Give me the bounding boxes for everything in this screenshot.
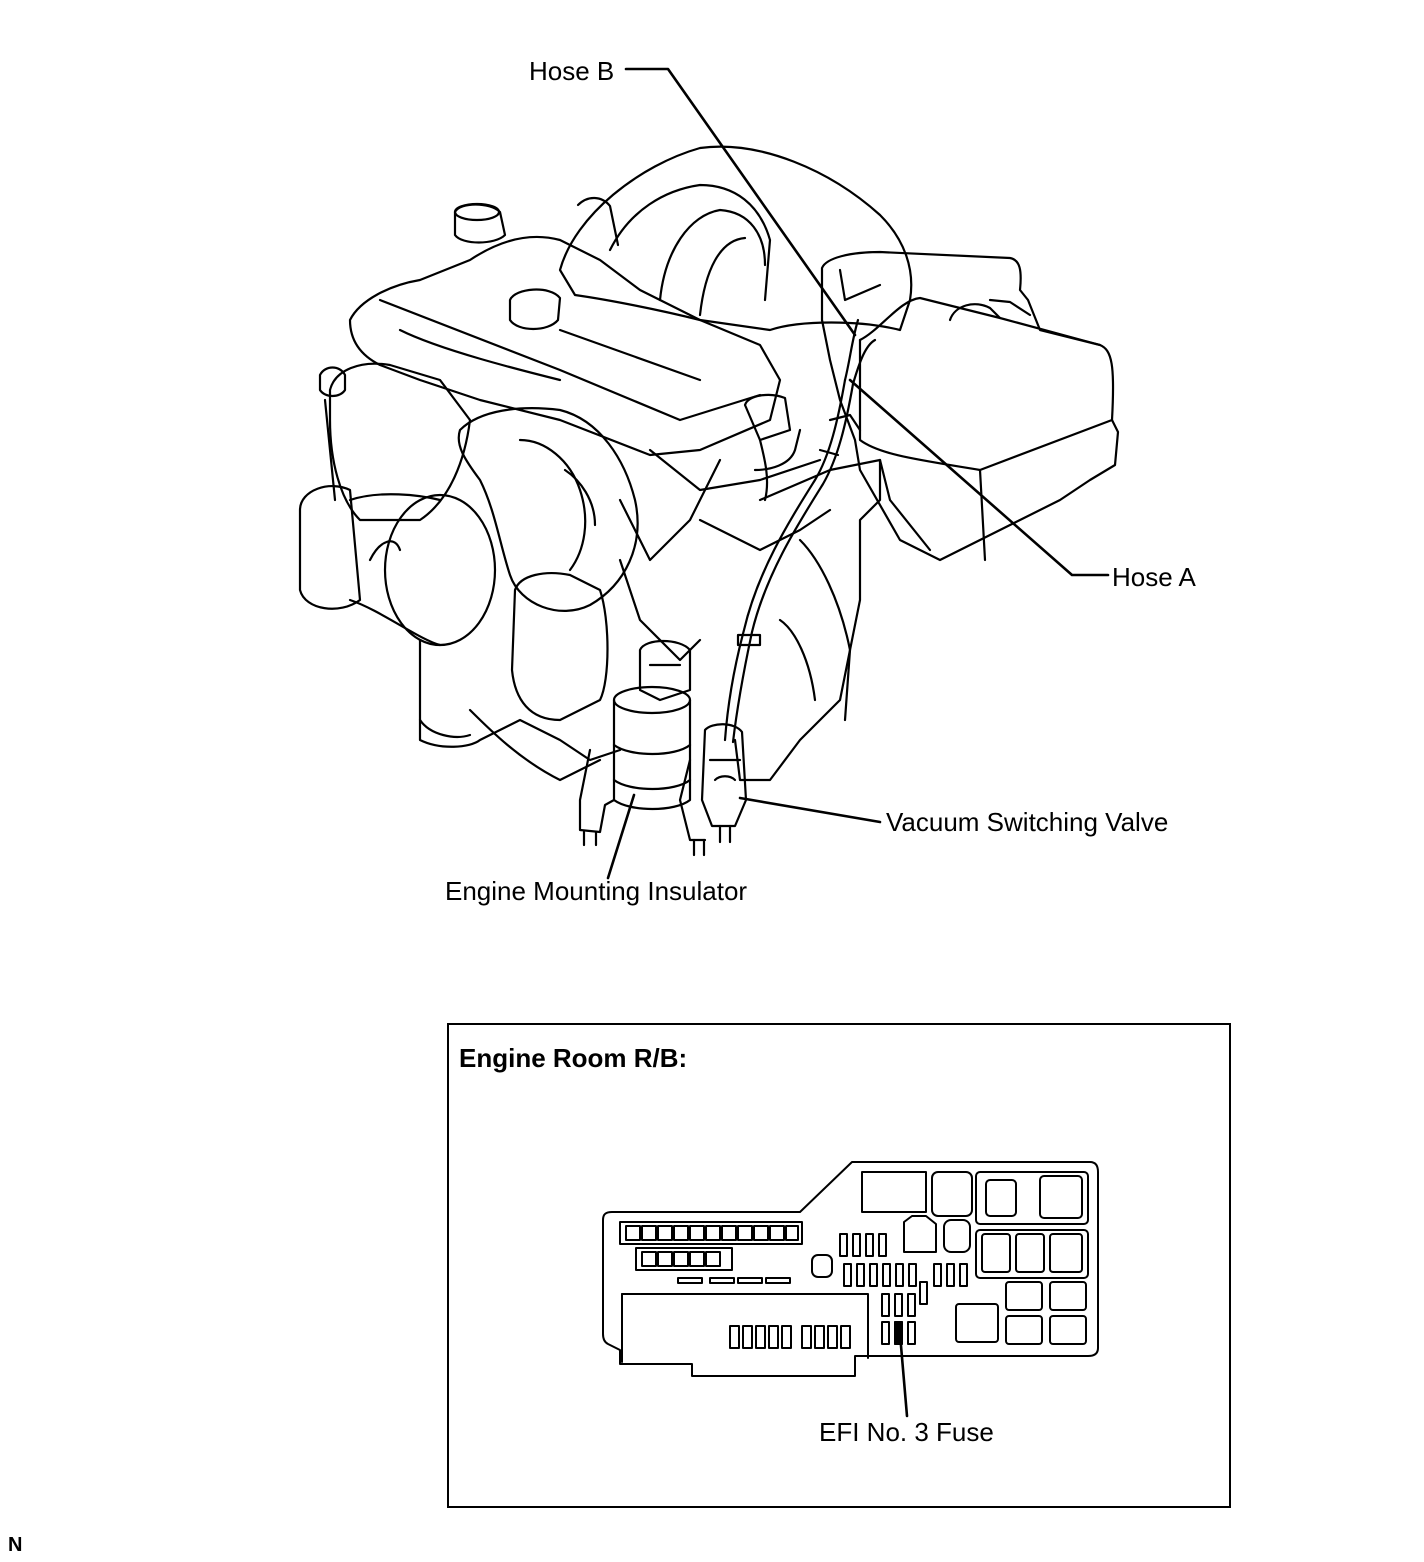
efi-no3-fuse-label: EFI No. 3 Fuse — [819, 1417, 994, 1447]
engine-mounting-insulator-label: Engine Mounting Insulator — [445, 876, 748, 906]
vacuum-switching-valve-label: Vacuum Switching Valve — [886, 807, 1169, 837]
hose-b-label: Hose B — [529, 56, 615, 86]
mini-fuse-row-1 — [625, 1225, 799, 1241]
efi-no3-fuse — [894, 1321, 903, 1345]
relay-block-drawing — [602, 1161, 1099, 1377]
relay-block-panel — [447, 1023, 1231, 1508]
hose-a-label: Hose A — [1112, 562, 1196, 592]
vacuum-hoses — [723, 318, 877, 744]
mount-leader — [606, 793, 636, 880]
hose-b-leader — [624, 67, 857, 337]
corner-mark: N — [8, 1534, 23, 1556]
leader-lines — [606, 67, 1110, 880]
connector-pins — [729, 1325, 851, 1349]
hose-a-leader — [848, 378, 1110, 577]
blade-fuses — [839, 1233, 968, 1345]
efi-fuse-leader — [898, 1332, 909, 1418]
vsv-leader — [738, 796, 882, 824]
relay-block-title: Engine Room R/B: — [459, 1043, 688, 1073]
engine-block — [298, 145, 1120, 857]
relay-block-outline — [602, 1161, 1099, 1377]
mini-fuse-row-2 — [641, 1251, 721, 1267]
